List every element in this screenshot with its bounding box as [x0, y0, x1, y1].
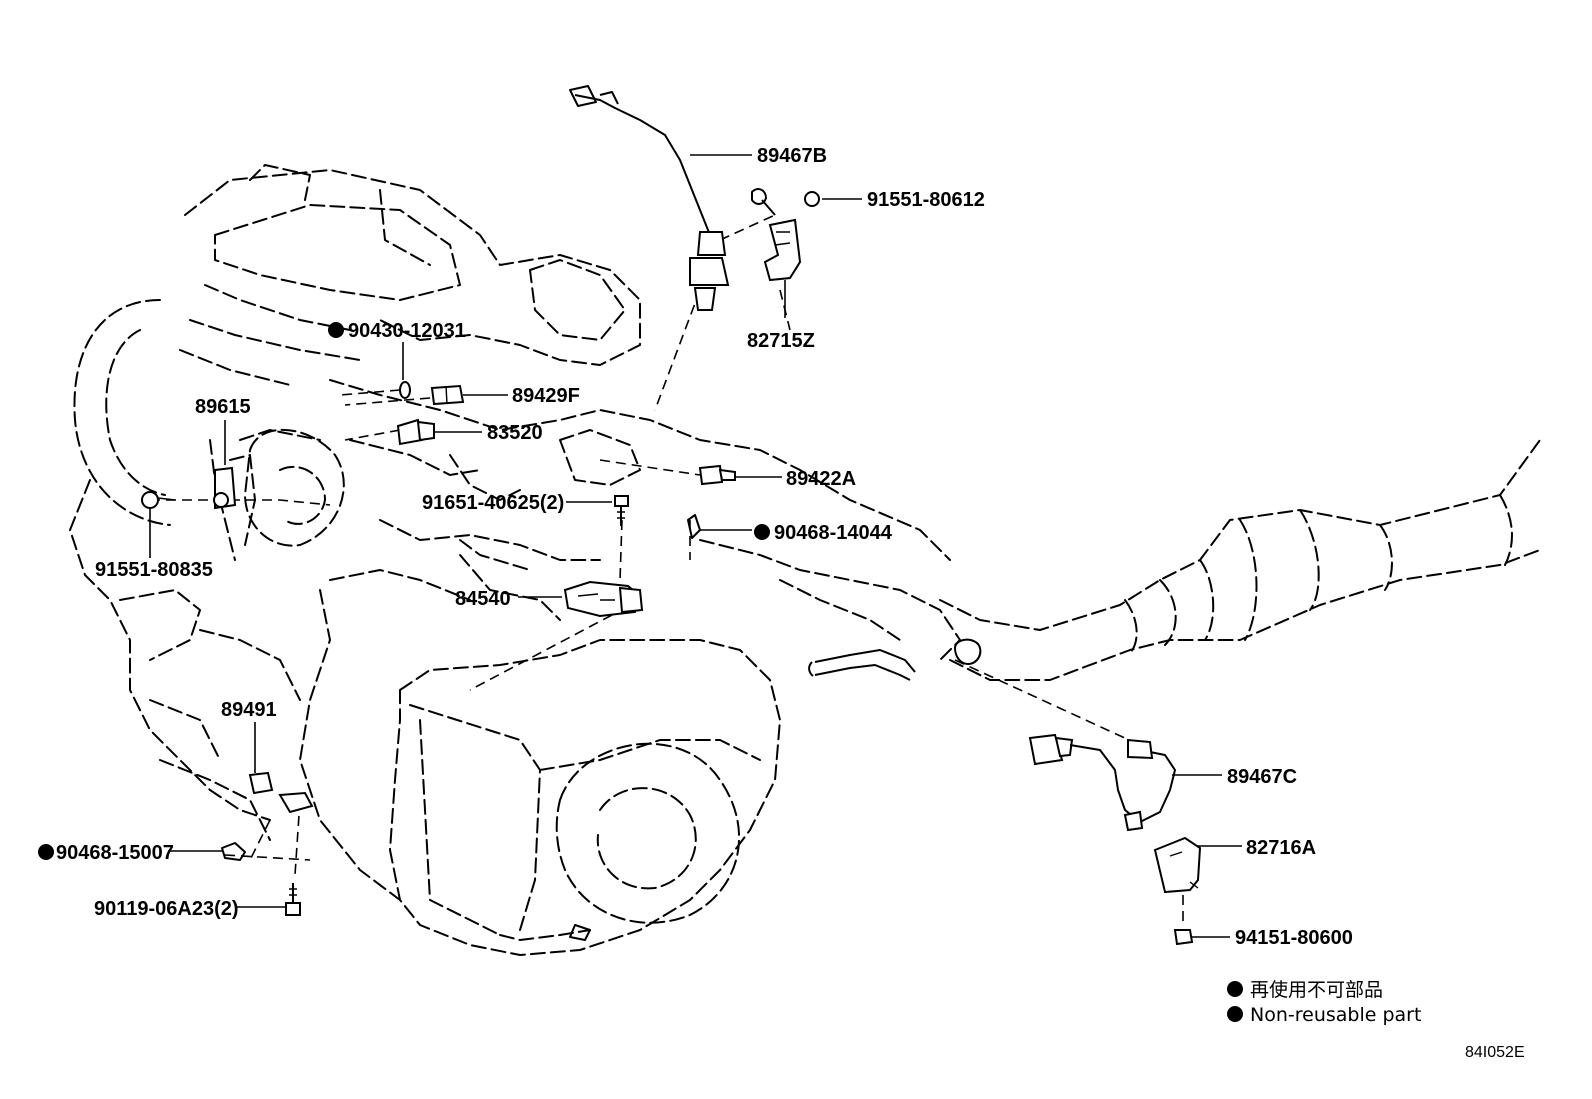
clip-90468-15007[interactable]: [221, 842, 246, 861]
sensor-89429F[interactable]: [430, 384, 465, 406]
gasket-90430-12031[interactable]: [399, 381, 411, 399]
legend: 再使用不可部品 Non-reusable part: [1227, 979, 1421, 1026]
label-90430-12031[interactable]: 90430-12031: [348, 320, 466, 342]
label-91651-40625[interactable]: 91651-40625(2): [422, 492, 564, 514]
label-leaders: [149, 154, 1242, 938]
legend-jp: 再使用不可部品: [1250, 979, 1383, 1001]
label-82716A[interactable]: 82716A: [1246, 837, 1316, 859]
label-82715Z[interactable]: 82715Z: [747, 330, 815, 352]
label-90119-06A23[interactable]: 90119-06A23(2): [94, 898, 239, 920]
bolt-91651-40625[interactable]: [614, 495, 629, 526]
sensor-89422A[interactable]: [698, 464, 736, 486]
label-90468-15007[interactable]: 90468-15007: [56, 842, 174, 864]
bolt-91551-80835[interactable]: [141, 491, 176, 509]
bracket-82715Z[interactable]: [751, 188, 802, 282]
label-89429F[interactable]: 89429F: [512, 385, 580, 407]
location-leaders: [150, 214, 1184, 925]
nut-94151-80600[interactable]: [1173, 929, 1194, 946]
o2-sensor-lower[interactable]: [1028, 733, 1176, 832]
non-reusable-marker: [328, 322, 344, 338]
engine-drawing: [69, 164, 961, 956]
sensor-89491[interactable]: [248, 771, 314, 814]
clip-90468-14044[interactable]: [687, 514, 701, 539]
label-89467C[interactable]: 89467C: [1227, 766, 1297, 788]
label-89422A[interactable]: 89422A: [786, 468, 856, 490]
label-89491[interactable]: 89491: [221, 699, 277, 721]
o2-sensor-upper[interactable]: [569, 85, 730, 311]
switch-83520[interactable]: [396, 418, 435, 446]
label-94151-80600[interactable]: 94151-80600: [1235, 927, 1353, 949]
legend-bullet: [1227, 1006, 1243, 1022]
bolt-91551-80612[interactable]: [804, 191, 820, 207]
bracket-82716A[interactable]: [1153, 836, 1202, 894]
label-89615[interactable]: 89615: [195, 396, 251, 418]
label-91551-80612[interactable]: 91551-80612: [867, 189, 985, 211]
diagram-code: 84I052E: [1465, 1044, 1525, 1061]
exhaust-pipe-drawing: [808, 439, 1541, 681]
label-91551-80835[interactable]: 91551-80835: [95, 559, 213, 581]
non-reusable-marker: [38, 844, 54, 860]
label-89467B[interactable]: 89467B: [757, 145, 827, 167]
label-83520[interactable]: 83520: [487, 422, 543, 444]
knock-sensor-89615[interactable]: [213, 466, 237, 510]
legend-bullet: [1227, 981, 1243, 997]
label-84540[interactable]: 84540: [455, 588, 511, 610]
part-labels: 89467B 91551-80612 82715Z 90430-12031 89…: [38, 145, 1353, 949]
bolt-90119-06A23[interactable]: [285, 883, 301, 916]
non-reusable-marker: [754, 524, 770, 540]
label-90468-14044[interactable]: 90468-14044: [774, 522, 893, 544]
switch-84540[interactable]: [563, 580, 644, 618]
legend-en: Non-reusable part: [1250, 1004, 1421, 1026]
